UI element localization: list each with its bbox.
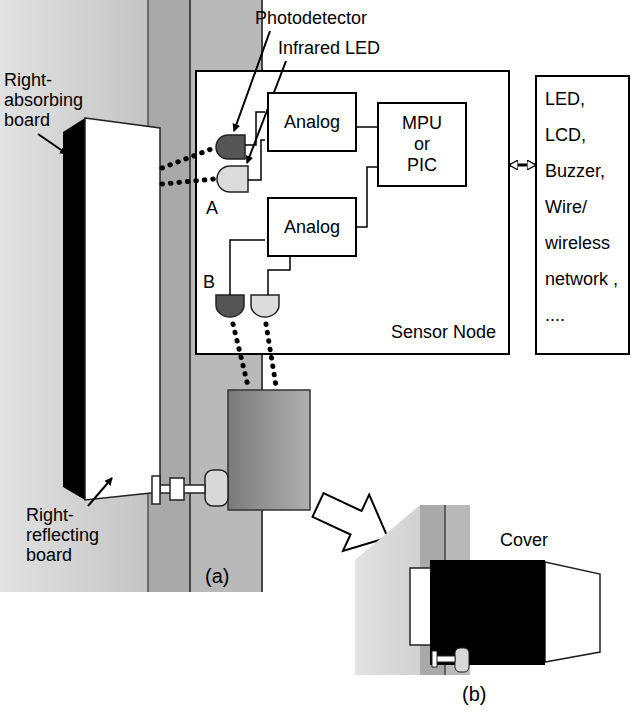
photodetector-symbol xyxy=(216,135,245,159)
latch-handle xyxy=(152,470,228,506)
reflecting-board xyxy=(85,118,160,500)
figure-label: (a) xyxy=(205,566,229,586)
part-label: Photodetector xyxy=(255,8,367,28)
reflecting-board xyxy=(410,568,432,645)
leader-line xyxy=(88,478,112,506)
analog-box: Analog xyxy=(267,197,357,257)
sensor-label: A xyxy=(206,198,218,218)
part-label: Infrared LED xyxy=(278,38,380,58)
latch-handle xyxy=(432,648,469,672)
node-text: LED, LCD, Buzzer, Wire/ wireless network… xyxy=(537,77,621,333)
node-text: Analog xyxy=(284,217,340,238)
connector xyxy=(510,164,535,167)
sensor-label: B xyxy=(203,272,215,292)
node-text: MPU or PIC xyxy=(400,113,445,176)
connector xyxy=(357,167,377,227)
node-text: Sensor Node xyxy=(391,322,496,343)
part-label: Cover xyxy=(500,530,548,550)
board-label: Right- reflecting board xyxy=(26,505,121,565)
node-ground xyxy=(195,70,510,355)
cover-block xyxy=(430,560,545,665)
processor-box: MPU or PIC xyxy=(377,102,467,187)
node-text: Analog xyxy=(284,112,340,133)
light-ray xyxy=(162,148,276,386)
output-box: LED, LCD, Buzzer, Wire/ wireless network… xyxy=(535,75,630,355)
connector xyxy=(357,126,377,128)
led-symbol xyxy=(251,295,279,317)
latch-block xyxy=(228,390,310,510)
sensor-node-box: Sensor NodeAnalogAnalogMPU or PIC xyxy=(195,70,510,355)
absorbing-board xyxy=(63,118,85,500)
cover-side xyxy=(545,562,600,662)
photodetector-symbol xyxy=(216,295,244,317)
board-label: Right- absorbing board xyxy=(4,70,94,130)
figure-label: (b) xyxy=(462,684,486,704)
leader-line xyxy=(38,134,67,154)
led-symbol xyxy=(217,166,248,192)
analog-box: Analog xyxy=(267,92,357,152)
